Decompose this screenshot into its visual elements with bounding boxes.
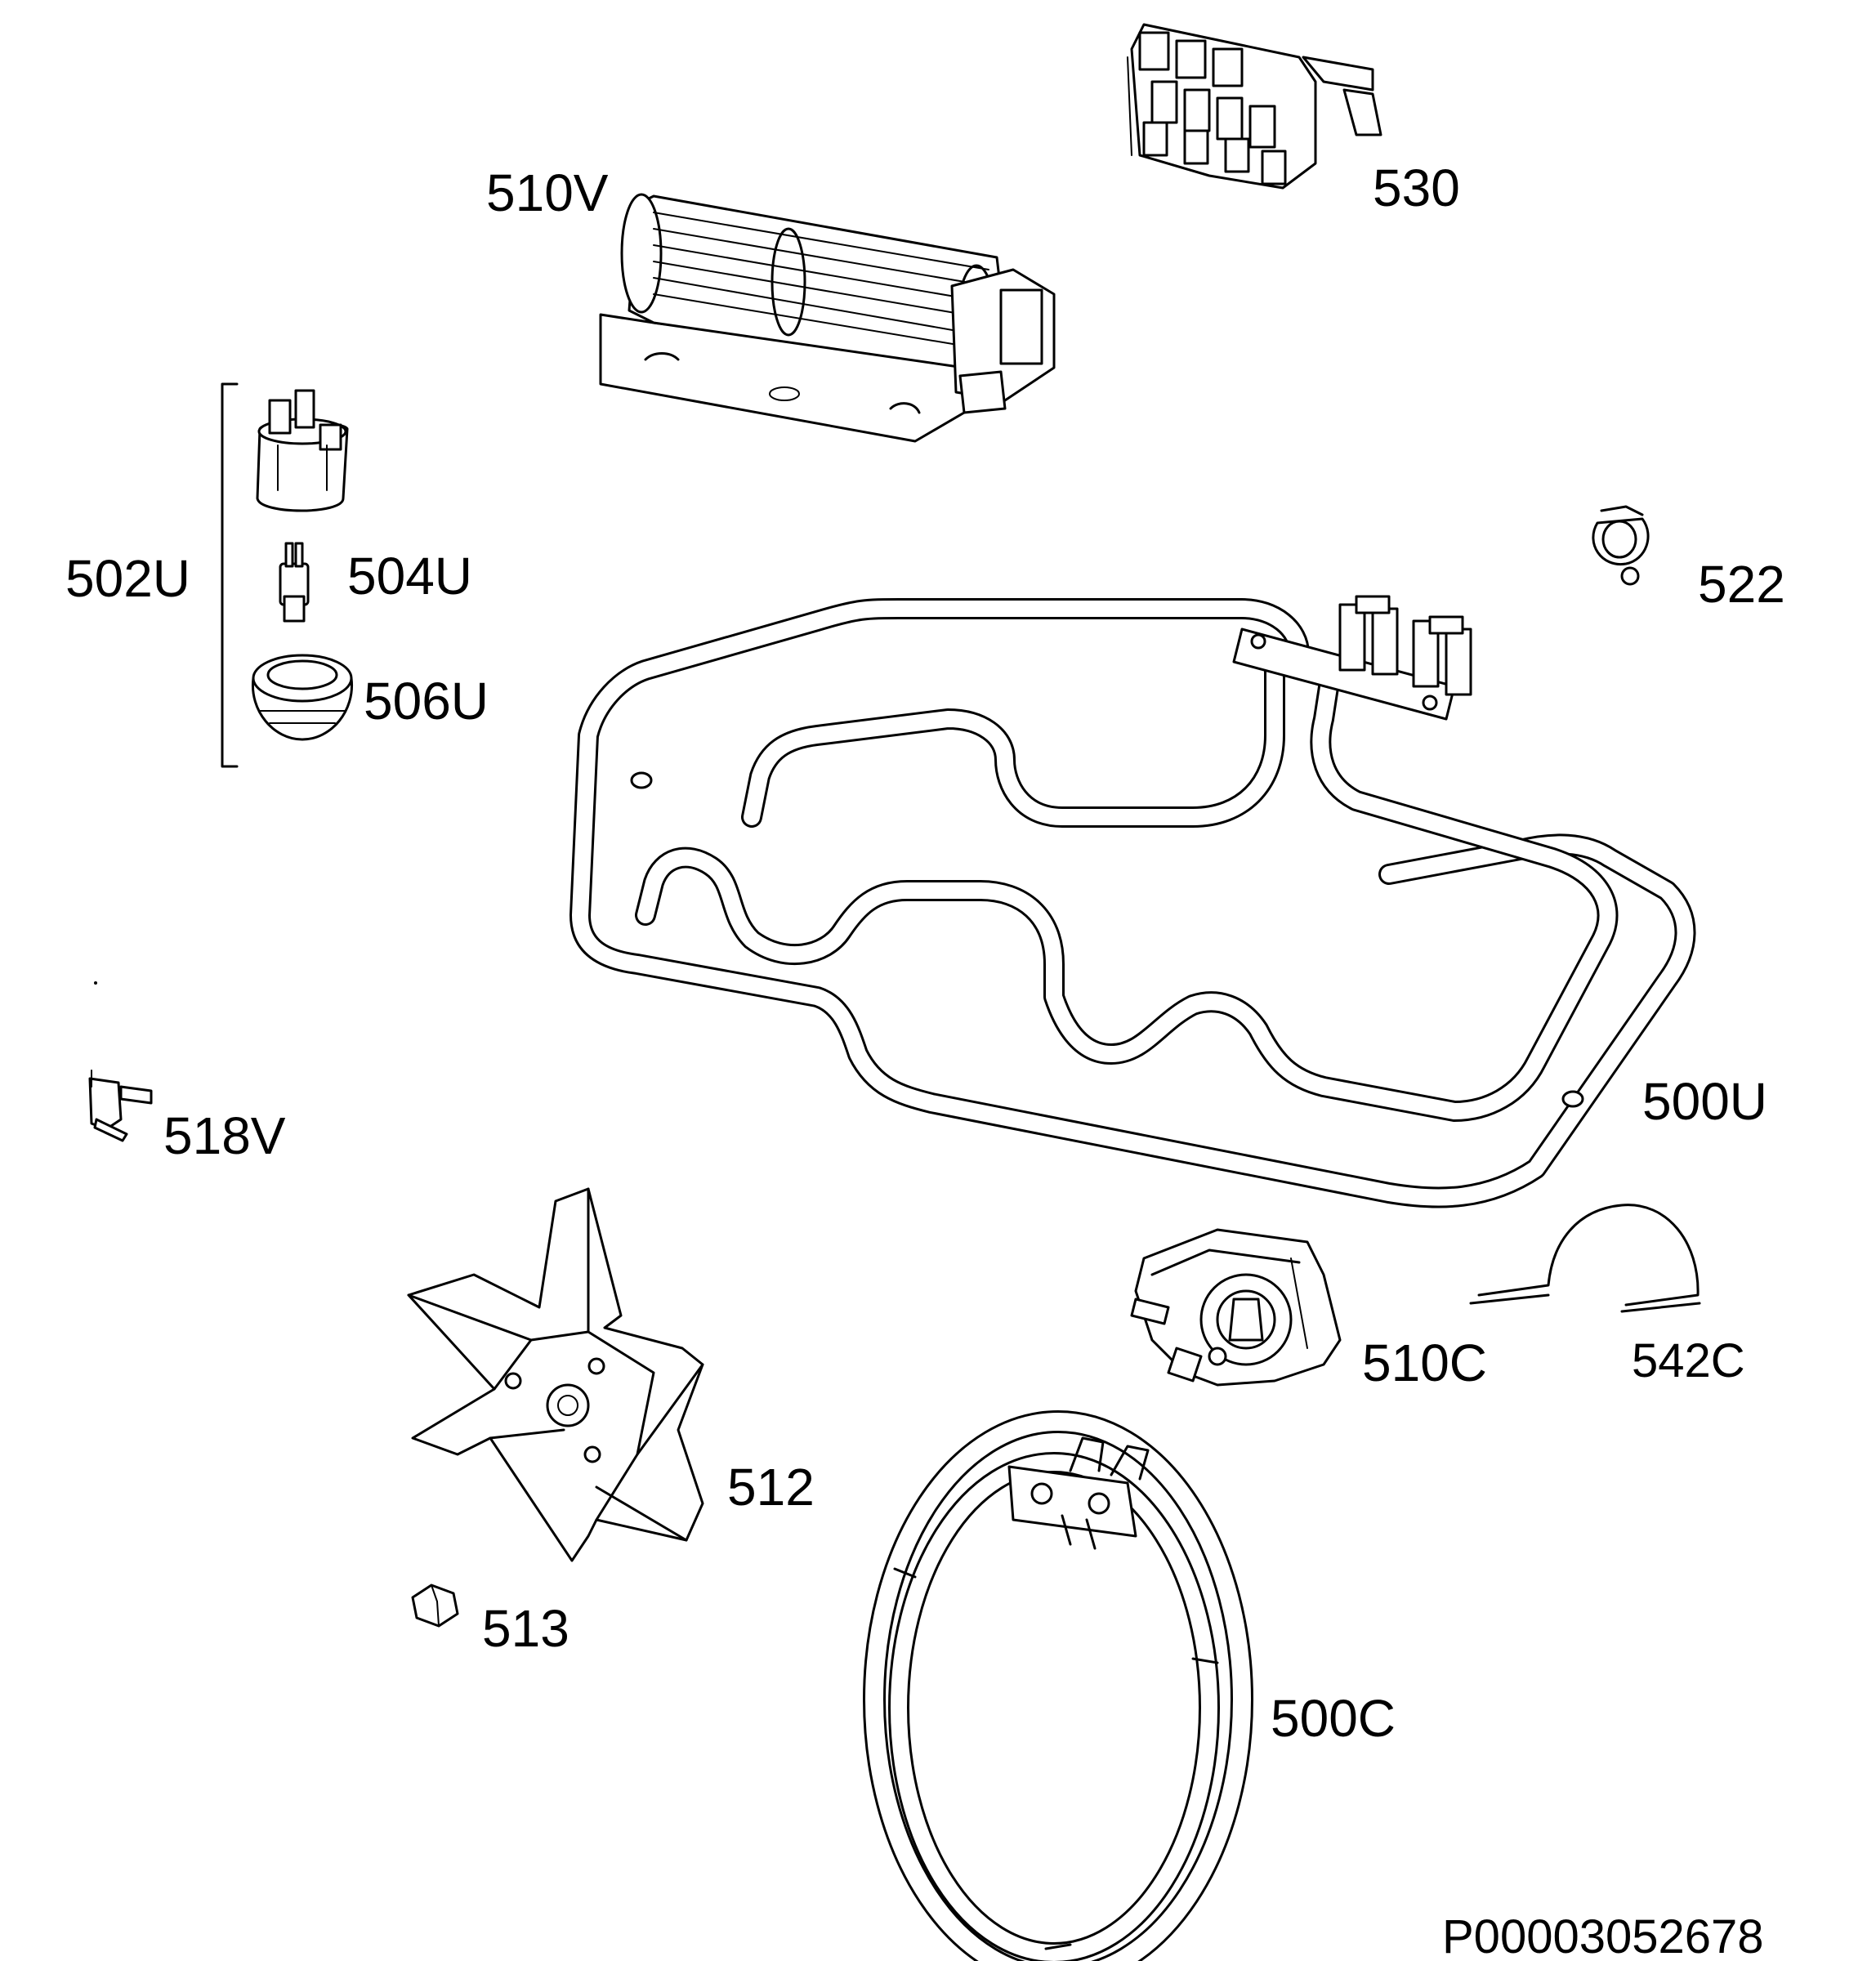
label-502u: 502U <box>65 549 190 608</box>
part-518v-bracket[interactable] <box>88 1070 153 1142</box>
part-502u-thermostat[interactable] <box>256 389 349 512</box>
label-510c: 510C <box>1362 1333 1487 1392</box>
part-513-nut[interactable] <box>411 1584 459 1628</box>
part-504u-lamp-socket[interactable] <box>279 542 310 623</box>
part-512-fan-blade[interactable] <box>407 1187 704 1562</box>
label-504u: 504U <box>347 547 472 605</box>
label-500c: 500C <box>1271 1689 1396 1748</box>
label-510v: 510V <box>486 163 609 222</box>
part-510c-fan-motor[interactable] <box>1130 1228 1342 1387</box>
label-512: 512 <box>727 1458 815 1517</box>
part-542c-wire-clip[interactable] <box>1469 1204 1701 1313</box>
part-530-terminal-block[interactable] <box>1127 23 1382 190</box>
label-506u: 506U <box>364 672 489 730</box>
label-530: 530 <box>1373 159 1460 217</box>
dot-mark <box>94 981 97 985</box>
part-510v-cooling-fan[interactable] <box>599 193 1056 443</box>
part-522-clip[interactable] <box>1592 505 1650 586</box>
label-542c: 542C <box>1632 1334 1745 1387</box>
label-500u: 500U <box>1642 1072 1767 1131</box>
group-502u-bracket <box>221 382 239 768</box>
label-513: 513 <box>482 1599 570 1658</box>
label-522: 522 <box>1698 555 1785 614</box>
part-500c-circular-element[interactable] <box>863 1410 1253 1961</box>
part-506u-lamp-cover[interactable] <box>251 654 354 741</box>
reference-number: P00003052678 <box>1442 1910 1764 1961</box>
part-500u-grill-element[interactable] <box>570 595 1696 1208</box>
label-518v: 518V <box>163 1106 286 1165</box>
